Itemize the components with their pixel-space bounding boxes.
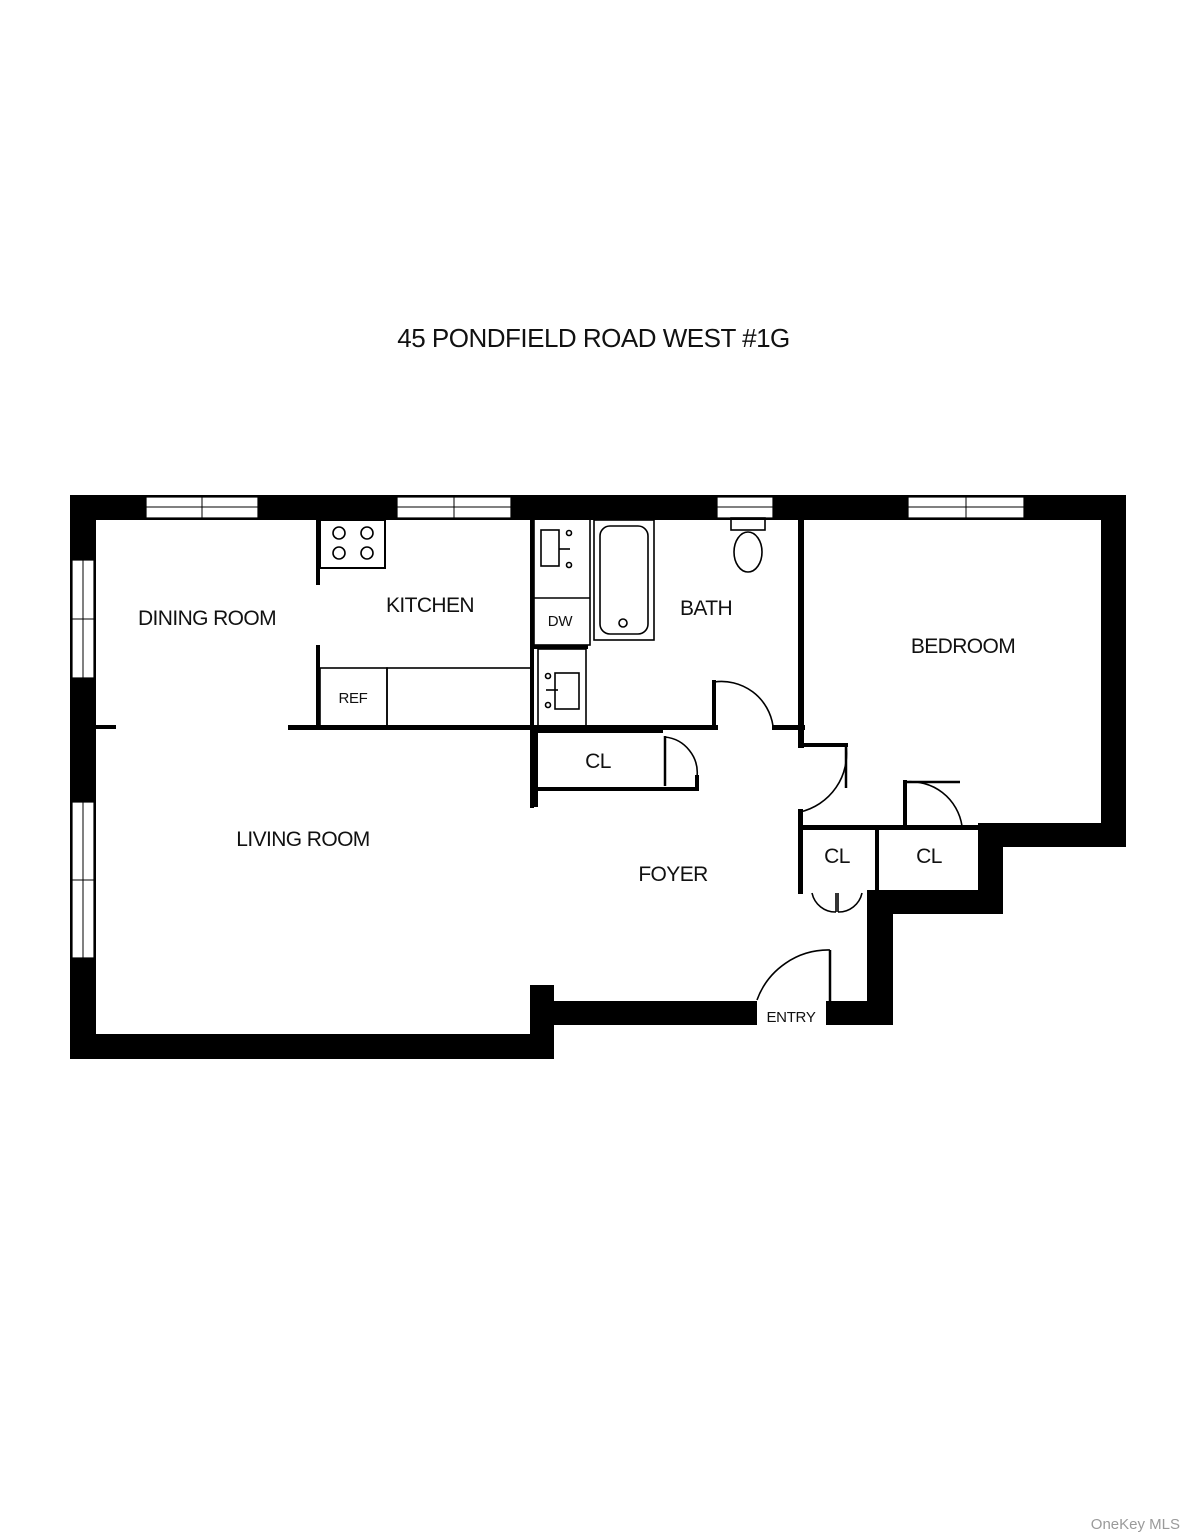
room-labels: DINING ROOM KITCHEN BATH BEDROOM LIVING … (138, 594, 1016, 1026)
fixtures (319, 517, 766, 728)
bath-door (712, 680, 774, 728)
interior-walls (94, 518, 978, 894)
closet-divider-wall (875, 825, 879, 890)
label-closet-foyer: CL (585, 750, 611, 773)
closet-north-wall (538, 729, 663, 733)
label-entry: ENTRY (766, 1009, 815, 1026)
doors (663, 680, 963, 1001)
closet-row-north-wall (803, 825, 978, 830)
bedroom-closet-jamb (903, 780, 907, 825)
bath-bedroom-wall (798, 518, 804, 748)
closet-door-foyer (663, 736, 699, 786)
closet-west-wall (534, 727, 538, 807)
label-bedroom: BEDROOM (911, 635, 1015, 658)
closet-south-wall-a (538, 787, 698, 791)
label-bath: BATH (680, 597, 732, 620)
kitchen-south-wall (288, 725, 718, 730)
refrigerator (319, 667, 388, 727)
label-foyer: FOYER (638, 863, 708, 886)
entry-door (756, 949, 832, 1001)
bedroom-door-header (798, 743, 848, 747)
label-living-room: LIVING ROOM (236, 828, 369, 851)
bedroom-closet-door (904, 780, 963, 827)
label-kitchen: KITCHEN (386, 594, 474, 617)
dining-living-stub (94, 725, 116, 729)
exterior-walls (70, 495, 1126, 1059)
watermark-onekey-mls: OneKey MLS (1090, 1516, 1180, 1533)
kitchen-west-wall-upper (316, 518, 320, 585)
window-bath-north (716, 496, 774, 519)
double-closet-door (811, 892, 863, 913)
plan-title: 45 PONDFIELD ROAD WEST #1G (397, 323, 790, 353)
window-bedroom-north (907, 496, 1025, 519)
stove-icon (319, 519, 386, 569)
label-refrigerator: REF (338, 690, 367, 707)
closet-door-jamb (695, 775, 699, 791)
south-wall-foyer (530, 1001, 757, 1025)
closet-a-west-wall (798, 809, 803, 894)
window-dining-west (71, 559, 95, 679)
bath-vanity-icon (537, 648, 587, 728)
label-closet-hall: CL (824, 845, 850, 868)
east-wall (1101, 495, 1126, 847)
vanity-top-wall (534, 645, 588, 649)
window-dining-north (145, 496, 259, 519)
label-dining-room: DINING ROOM (138, 607, 276, 630)
windows (71, 496, 1025, 959)
window-living-west (71, 801, 95, 959)
kitchen-counter (386, 667, 532, 727)
window-kitchen-north (396, 496, 512, 519)
kitchen-bath-wall (530, 518, 534, 808)
label-closet-bedroom: CL (916, 845, 942, 868)
kitchen-sink-icon (533, 517, 591, 646)
toilet-icon (730, 517, 766, 573)
label-dishwasher: DW (548, 613, 574, 630)
bedroom-door (799, 744, 848, 813)
south-wall-living (70, 1034, 554, 1059)
bathtub-icon (593, 519, 655, 641)
kitchen-west-wall-lower (316, 645, 320, 728)
bath-south-wall-east (772, 725, 805, 730)
